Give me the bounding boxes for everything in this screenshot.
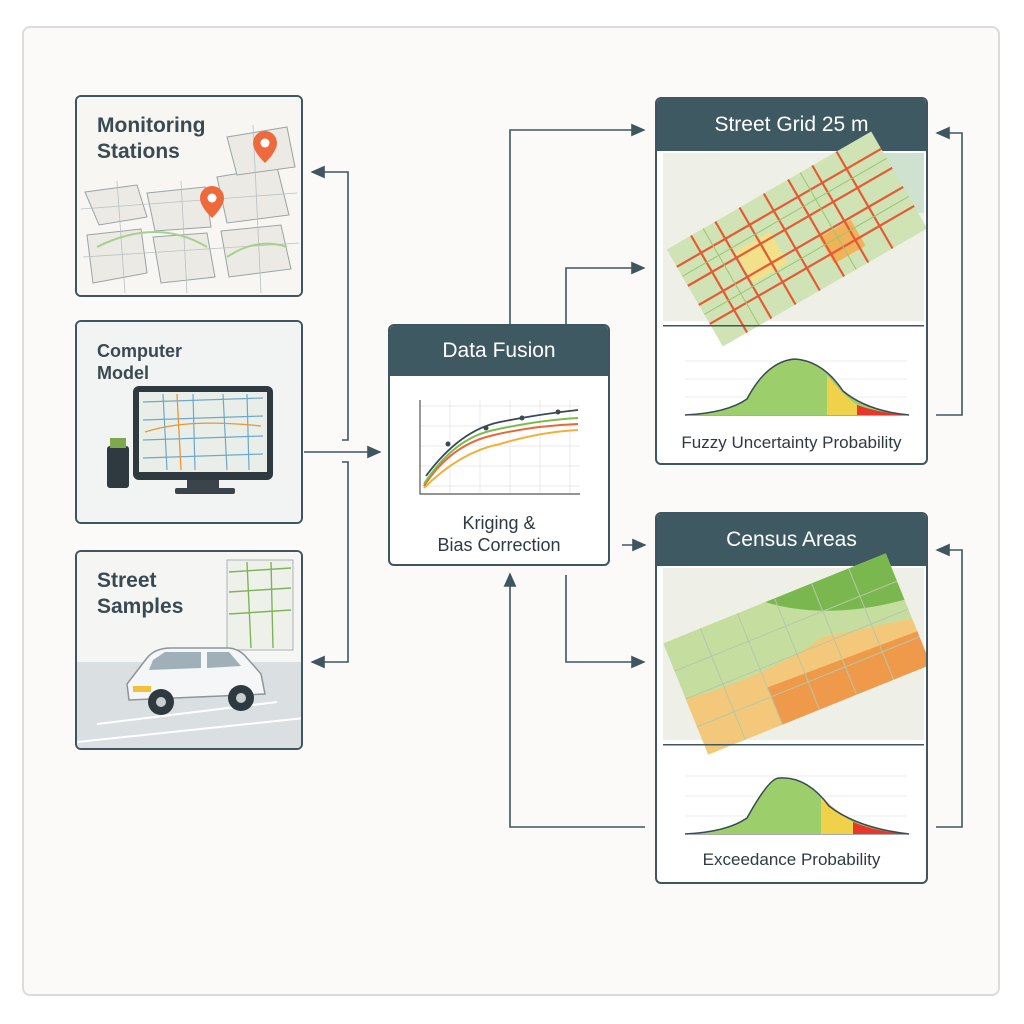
fusion-caption-line1: Kriging & — [462, 513, 536, 533]
arrow-monitoring-link — [310, 165, 349, 441]
computer-model-card: Computer Model — [75, 320, 303, 524]
arrow-fusion-grid-mid — [565, 261, 646, 326]
street-illustration — [77, 552, 301, 748]
census-areas-caption: Exceedance Probability — [702, 850, 881, 869]
data-fusion-header: Data Fusion — [390, 326, 608, 376]
arrow-fusion-census-mid — [565, 575, 646, 669]
census-areas-card: Census Areas Exceedance Probability — [655, 512, 928, 884]
car-icon — [126, 647, 266, 715]
street-grid-caption: Fuzzy Uncertainty Probability — [681, 433, 902, 452]
census-areas-map — [663, 553, 926, 835]
map-pin-icon — [200, 186, 224, 218]
arrow-street-link — [310, 461, 349, 669]
street-samples-card: Street Samples — [75, 550, 303, 750]
monitoring-title-line2: Stations — [97, 140, 180, 163]
laptop-icon — [133, 386, 273, 494]
arrow-census-to-fusion — [503, 572, 645, 828]
station-map-illustration — [77, 97, 301, 295]
monitoring-stations-card: Monitoring Stations — [75, 95, 303, 297]
street-title-line2: Samples — [97, 595, 184, 618]
arrow-census-feedback — [935, 543, 963, 828]
street-grid-map — [663, 131, 926, 416]
model-title-line1: Computer — [97, 341, 182, 361]
street-grid-card: Street Grid 25 m Fuzzy Uncertainty — [655, 97, 928, 465]
arrow-fusion-grid-top — [509, 123, 646, 326]
computer-illustration — [77, 322, 301, 522]
map-pin-icon — [253, 131, 277, 163]
street-grid-header: Street Grid 25 m — [657, 99, 926, 151]
device-icon — [107, 438, 129, 488]
street-title-line1: Street — [97, 569, 157, 592]
monitoring-title-line1: Monitoring — [97, 114, 206, 137]
model-title-line2: Model — [97, 363, 149, 383]
data-fusion-card: Data Fusion Kriging & Bias Correction — [388, 324, 610, 566]
arrow-grid-feedback — [935, 126, 963, 416]
fusion-chart — [419, 400, 580, 495]
fusion-caption-line2: Bias Correction — [437, 535, 561, 555]
